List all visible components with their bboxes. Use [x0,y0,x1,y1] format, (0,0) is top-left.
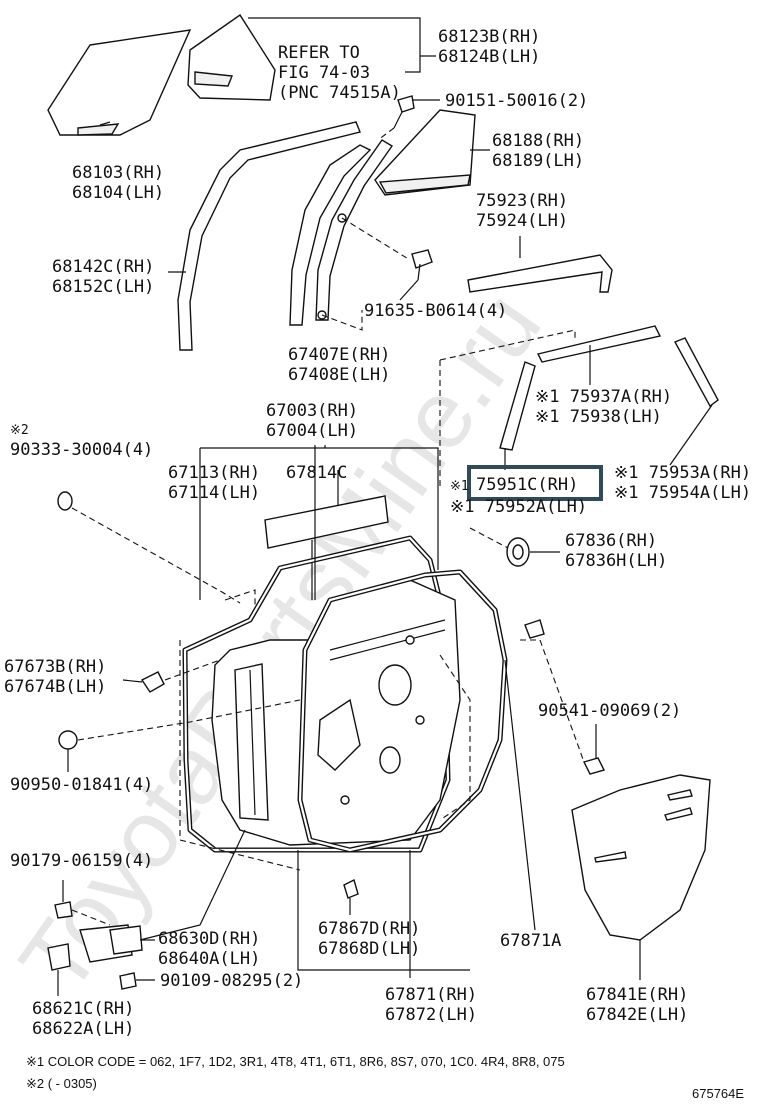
label-67673: 67673B(RH) 67674B(LH) [4,657,117,697]
dash-67836 [469,527,509,549]
pillar-molding-front [499,361,536,451]
label-68123: 68123B(RH) 68124B(LH) [438,27,551,67]
label-90151: 90151-50016(2) [445,91,588,111]
leader-67113 [199,445,439,600]
plug-90950 [58,730,78,750]
label-75951: 75951C(RH) [476,475,578,495]
fixed-quarter-glass [374,109,490,196]
clip-upper-rear [524,619,545,639]
label-67003: 67003(RH) 67004(LH) [266,401,368,441]
clip-67867 [343,878,359,915]
figure-id: 675764E [692,1086,744,1101]
dash-91635 [321,217,411,331]
plug-90333 [57,491,73,511]
dash-90151 [377,127,395,141]
label-68142: 68142C(RH) 68152C(LH) [52,257,165,297]
label-68621: 68621C(RH) 68622A(LH) [32,999,145,1039]
label-67836: 67836(RH) 67836H(LH) [565,531,667,571]
highlight-box-75951 [467,465,603,501]
label-90333-note: ※2 [10,423,29,438]
label-refer: REFER TO FIG 74-03 (PNC 74515A) [278,43,401,103]
label-75953: ※1 75953A(RH) ※1 75954A(LH) [614,463,760,503]
label-90541: 90541-09069(2) [538,701,681,721]
door-hinge-68621 [47,943,71,996]
label-75952: ※1 75952A(LH) [450,497,587,517]
label-67871: 67871(RH) 67872(LH) [385,985,487,1025]
label-67867: 67867D(RH) 67868D(LH) [318,919,431,959]
label-90179: 90179-06159(4) [10,851,153,871]
label-90109: 90109-08295(2) [160,971,303,991]
pillar-molding-rear [674,337,719,408]
door-frame-rear-lower [289,139,394,326]
pad-67814 [264,495,389,549]
label-90333: 90333-30004(4) [10,440,153,460]
label-75923: 75923(RH) 75924(LH) [476,191,578,231]
label-68630: 68630D(RH) 68640A(LH) [158,929,271,969]
label-68188: 68188(RH) 68189(LH) [492,131,594,171]
leader-67871A [504,659,536,931]
label-67113: 67113(RH) 67114(LH) [168,463,270,503]
footnote-2: ※2 ( - 0305) [26,1076,97,1091]
dash-90333 [71,507,241,604]
dash-90541 [520,639,585,763]
leader-67871 [297,850,470,978]
footnote-color-code: ※1 COLOR CODE = 062, 1F7, 1D2, 3R1, 4T8,… [26,1054,565,1069]
grommet-67836 [506,537,560,567]
rear-door-glass [47,29,192,136]
dash-90179 [71,909,111,926]
leader-68630 [139,829,246,941]
nut-90179 [54,880,73,919]
bolt-90109 [119,972,155,990]
clip-67673 [122,671,165,693]
dash-molding-region [439,329,576,490]
roof-molding [467,254,613,293]
dash-90950 [77,699,301,741]
label-75937: ※1 75937A(RH) ※1 75938(LH) [535,387,682,427]
leader-75953 [669,404,713,466]
run-channel [177,121,361,351]
service-hole-cover [571,774,711,941]
label-75951-note: ※1 [450,479,469,494]
screw-91635 [399,249,433,301]
bolt-90151 [393,95,440,129]
door-hinge-68630 [79,924,155,963]
leader-68123 [248,17,436,73]
label-91635: 91635-B0614(4) [364,301,507,321]
door-panel-details [234,619,446,821]
quarter-window-glass [187,14,276,101]
label-67407: 67407E(RH) 67408E(LH) [288,345,401,385]
clip-90541 [582,724,606,775]
belt-molding-upper [536,325,662,363]
label-90950: 90950-01841(4) [10,775,153,795]
label-68103: 68103(RH) 68104(LH) [72,163,174,203]
label-67814: 67814C [286,463,347,483]
cover-details [594,789,693,863]
label-67841: 67841E(RH) 67842E(LH) [586,985,699,1025]
label-67871a: 67871A [500,931,561,951]
dash-hinge-region [179,589,471,871]
